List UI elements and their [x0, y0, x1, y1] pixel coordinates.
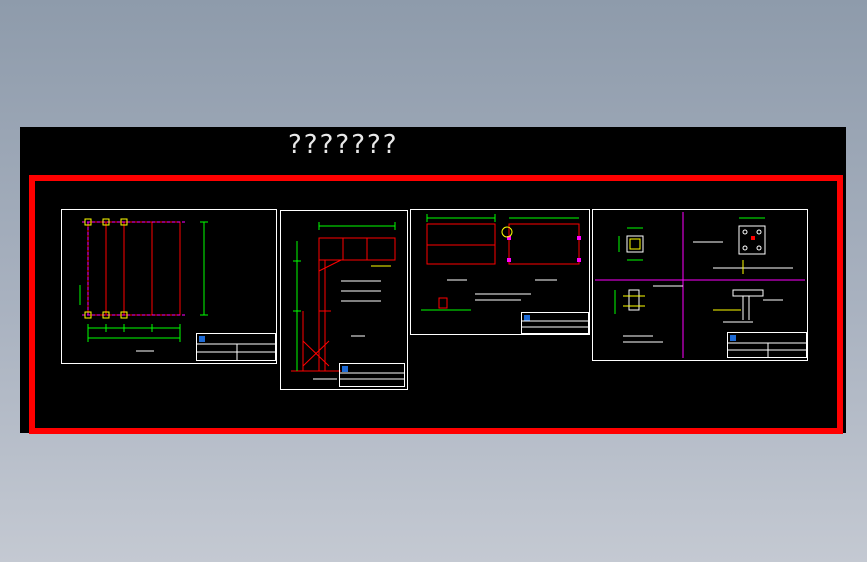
sheet-plan-layout[interactable]: [61, 209, 277, 364]
red-frame: [29, 175, 843, 434]
drawing-title: ???????: [288, 130, 399, 160]
company-logo-icon: [199, 336, 205, 342]
sheet-details[interactable]: [592, 209, 808, 361]
title-block: [727, 332, 807, 358]
drawing-canvas[interactable]: ???????: [20, 127, 846, 434]
company-logo-icon: [342, 366, 348, 372]
details-drawing: [595, 212, 805, 358]
sheet-elevation[interactable]: [280, 210, 408, 390]
title-block: [521, 312, 589, 334]
title-block: [339, 363, 405, 387]
company-logo-icon: [524, 315, 530, 321]
elevation-drawing: [291, 222, 396, 380]
sheet-billboard-face[interactable]: [410, 209, 590, 335]
plan-layout-drawing: [79, 218, 208, 352]
company-logo-icon: [730, 335, 736, 341]
title-block: [196, 333, 276, 361]
billboard-face-drawing: [421, 214, 581, 311]
